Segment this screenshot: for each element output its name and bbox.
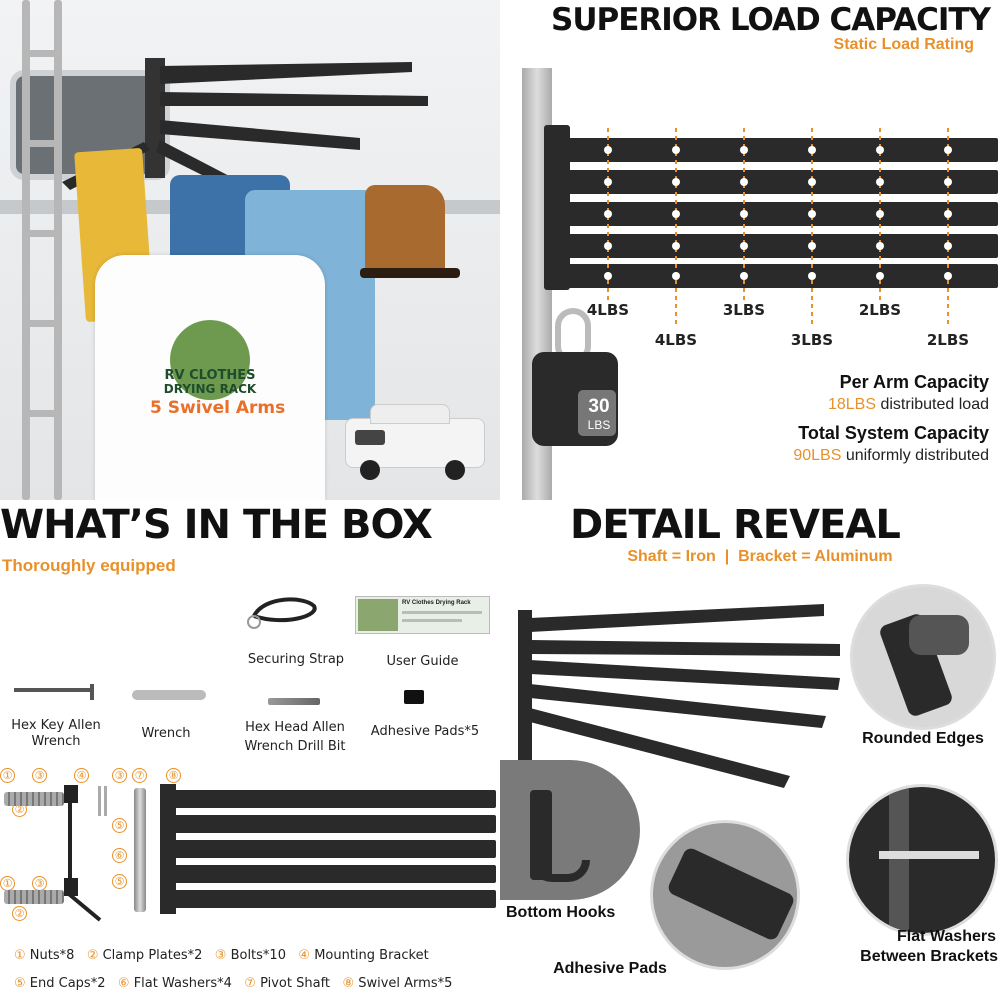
total-desc: uniformly distributed [841,447,989,464]
legend-row-1: ① Nuts*8 ② Clamp Plates*2 ③ Bolts*10 ④ M… [14,948,429,963]
mark-4: ④ [74,768,89,783]
box-subtitle: Thoroughly equipped [2,556,176,575]
load-label-top-2: 3LBS [722,301,766,319]
mark-5b: ⑤ [112,874,127,889]
box-title: WHAT’S IN THE BOX [0,502,433,548]
arm-2 [566,170,998,194]
weight-unit: LBS [587,418,611,432]
load-label-bottom-2: 3LBS [790,331,834,349]
mark-2b: ② [12,906,27,921]
swivel-arms-icon [160,784,496,914]
mark-6: ⑥ [112,848,127,863]
load-label-top-3: 2LBS [858,301,902,319]
shirt-text-2: DRYING RACK [163,382,257,396]
per-arm-title: Per Arm Capacity [839,372,989,392]
mark-1b: ① [0,876,15,891]
legend-bracket: Mounting Bracket [314,948,429,963]
bolts-bottom [4,890,64,904]
guide-cover-title: RV Clothes Drying Rack [402,600,471,606]
per-arm-value: 18LBS [827,396,877,413]
per-arm-line: 18LBS distributed load [700,396,989,414]
mounting-bracket-icon [64,785,102,922]
mark-3a: ③ [32,768,47,783]
shirt-badge: 5 Swivel Arms [150,398,286,418]
load-label-bottom-3: 2LBS [926,331,970,349]
mark-8: ⑧ [166,768,181,783]
drill-bit-label: Hex Head Allen Wrench Drill Bit [244,720,346,754]
ladder [22,0,62,500]
strap-label: Securing Strap [247,652,345,667]
adhesive-pad-icon [404,690,424,704]
flat-washers-photo [846,784,998,936]
flat-washers-label-1: Flat Washers [897,928,996,945]
mark-5a: ⑤ [112,818,127,833]
bracket [544,125,570,290]
boot-sole [360,268,460,278]
legend-shaft: Pivot Shaft [260,976,331,991]
legend-arms: Swivel Arms*5 [358,976,453,991]
rounded-edges-photo [850,584,996,730]
adhesive-pads-photo [650,820,800,970]
arm-5 [566,264,998,288]
drill-bit-icon [268,698,320,705]
weight-icon [532,352,618,446]
guide-label: User Guide [386,654,459,669]
bolt-pins [98,786,101,816]
bottom-hooks-photo [500,760,640,900]
arm-1 [566,138,998,162]
wrench-label: Wrench [141,726,191,741]
legend-bolts: Bolts*10 [230,948,286,963]
legend-washers: Flat Washers*4 [133,976,232,991]
pivot-shaft-icon [134,788,146,912]
flat-washers-label-2: Between Brackets [860,948,998,965]
pads-label: Adhesive Pads*5 [370,724,480,739]
strap-icon [247,597,317,629]
rv-vehicle [345,400,485,480]
hexkey-label: Hex Key Allen Wrench [11,718,101,749]
mark-3c: ③ [32,876,47,891]
detail-title: DETAIL REVEAL [570,502,901,548]
adhesive-pads-label: Adhesive Pads [553,960,667,977]
total-value: 90LBS [793,447,842,464]
arm-4 [566,234,998,258]
mark-1a: ① [0,768,15,783]
product-photo-panel: RV CLOTHES DRYING RACK 5 Swivel Arms [0,0,500,500]
load-title: SUPERIOR LOAD CAPACITY [551,2,991,38]
rack-detail-illustration [518,604,840,788]
mark-7: ⑦ [132,768,147,783]
whats-in-box-panel: WHAT’S IN THE BOX Thoroughly equipped Se… [0,500,500,1000]
load-label-bottom-1: 4LBS [654,331,698,349]
guide-icon: RV Clothes Drying Rack [355,596,490,634]
rv-logo [170,320,250,400]
wrench-icon [132,690,206,700]
detail-reveal-panel: DETAIL REVEAL Shaft = Iron | Bracket = A… [500,500,1000,1000]
boot [365,185,445,275]
legend-nuts: Nuts*8 [29,948,75,963]
detail-subtitle: Shaft = Iron | Bracket = Aluminum [627,548,893,565]
total-title: Total System Capacity [798,423,989,443]
legend-endcaps: End Caps*2 [29,976,106,991]
bolts-top [4,792,64,806]
load-subtitle: Static Load Rating [833,36,974,53]
legend-clamp: Clamp Plates*2 [102,948,203,963]
shirt-text-1: RV CLOTHES [164,368,256,383]
mark-3b: ③ [112,768,127,783]
per-arm-desc: distributed load [876,396,989,413]
load-capacity-panel: SUPERIOR LOAD CAPACITY Static Load Ratin… [500,0,1000,500]
total-line: 90LBS uniformly distributed [700,447,989,465]
load-guides [604,128,952,325]
hexkey-icon [14,688,94,692]
rounded-edges-label: Rounded Edges [862,730,984,747]
weight-value: 30 [588,396,610,417]
arm-3 [566,202,998,226]
bottom-hooks-label: Bottom Hooks [506,904,616,921]
rv-window [10,70,170,180]
legend-row-2: ⑤ End Caps*2 ⑥ Flat Washers*4 ⑦ Pivot Sh… [14,976,453,991]
load-label-top-1: 4LBS [586,301,630,319]
